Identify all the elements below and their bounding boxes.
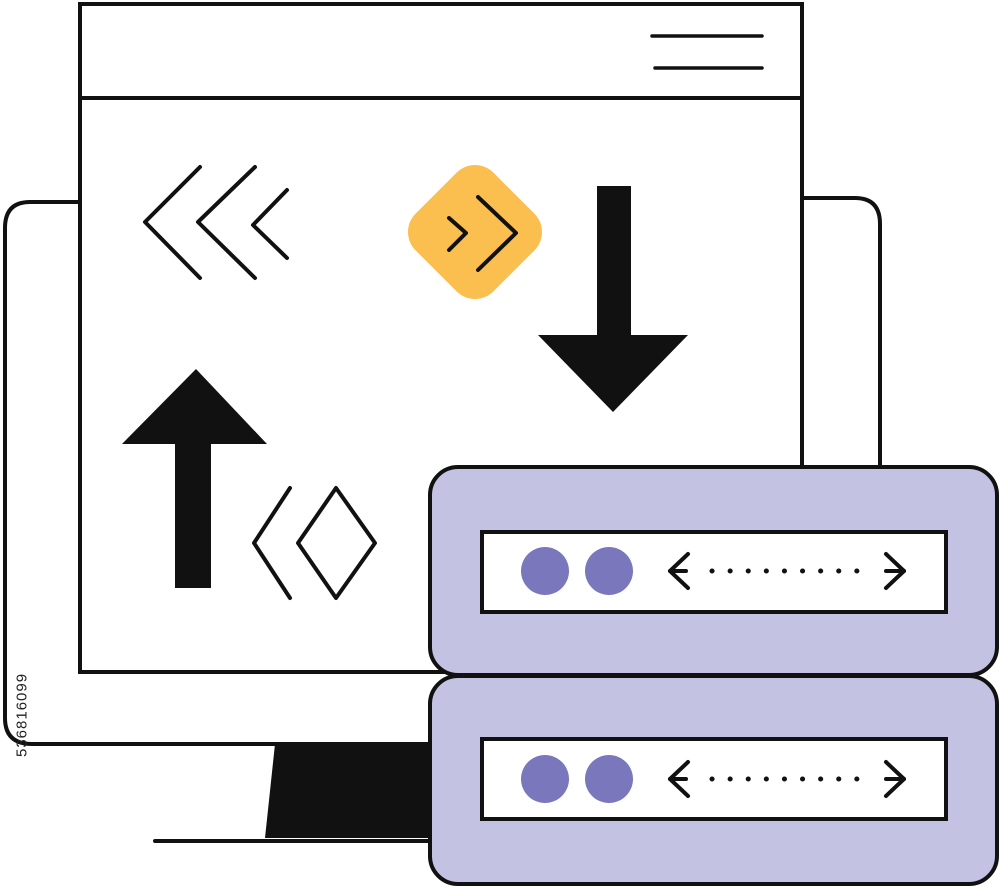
- status-light: [585, 755, 633, 803]
- hamburger-menu-icon[interactable]: [650, 34, 764, 70]
- status-light: [521, 755, 569, 803]
- bidirectional-arrow-icon: [668, 760, 906, 798]
- arrow-down-icon: [538, 186, 688, 412]
- code-brackets-icon: [252, 486, 377, 600]
- server-unit-bottom: [428, 674, 999, 886]
- fast-forward-badge: [407, 164, 543, 300]
- arrow-up-icon: [122, 369, 267, 588]
- triple-chevron-left-icon: [143, 165, 289, 280]
- server-unit-top: [428, 465, 999, 677]
- bidirectional-arrow-icon: [668, 552, 906, 590]
- server-stack: [428, 465, 999, 886]
- status-light: [585, 547, 633, 595]
- double-chevron-right-icon: [447, 195, 518, 272]
- monitor-stand: [265, 744, 432, 838]
- stock-image-id: 536816099: [13, 672, 31, 758]
- status-light: [521, 547, 569, 595]
